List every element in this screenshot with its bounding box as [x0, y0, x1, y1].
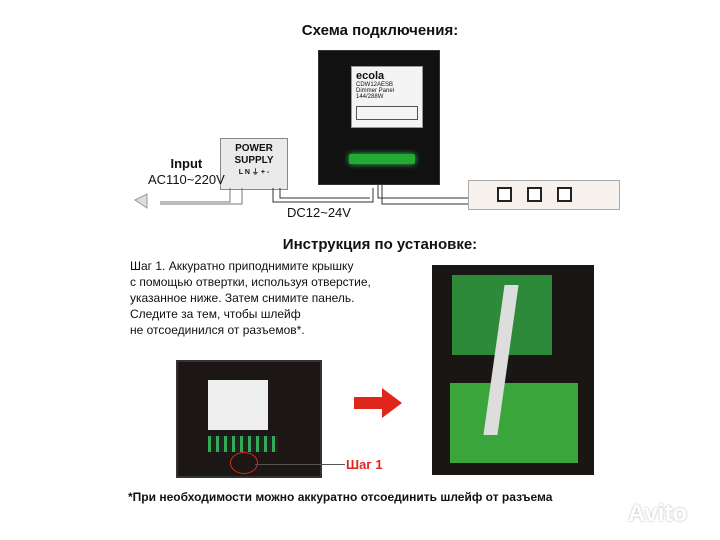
step-line: не отсоединился от разъемов*.	[130, 323, 305, 337]
spec-text: Dimmer Panel 144/288W	[356, 88, 395, 100]
step-line: Следите за тем, чтобы шлейф	[130, 307, 301, 321]
input-title: Input	[170, 156, 203, 171]
dc-voltage-label: DC12~24V	[287, 205, 351, 220]
step-line: с помощью отвертки, используя отверстие,	[130, 275, 371, 289]
open-panel-photo	[432, 265, 594, 475]
step-text: Шаг 1. Аккуратно приподнимите крышку с п…	[130, 258, 371, 338]
step-callout: Шаг 1	[346, 457, 383, 472]
input-voltage: AC110~220V	[148, 172, 225, 187]
footnote: *При необходимости можно аккуратно отсое…	[128, 490, 553, 504]
dimmer-panel-image: ecola CDW12AESB Dimmer Panel 144/288W	[318, 50, 440, 185]
terminal-block	[349, 154, 415, 164]
wiring-lines	[134, 185, 470, 209]
input-label: Input AC110~220V	[148, 156, 225, 188]
wiring-title: Схема подключения:	[301, 22, 459, 39]
red-arrow-icon	[354, 388, 402, 418]
callout-line	[255, 464, 345, 465]
power-supply-box: POWER SUPPLY L N ⏚ + -	[220, 138, 288, 190]
ps-terminals: L N ⏚ + -	[238, 169, 270, 176]
device-label: ecola CDW12AESB Dimmer Panel 144/288W	[351, 66, 423, 128]
led-strip	[468, 180, 620, 210]
step-line: указанное ниже. Затем снимите панель.	[130, 291, 355, 305]
closed-panel-photo	[176, 360, 322, 478]
step-line: Шаг 1. Аккуратно приподнимите крышку	[130, 259, 354, 273]
ps-label-2: SUPPLY	[234, 155, 274, 166]
ps-label-1: POWER	[235, 143, 273, 154]
brand-logo: ecola	[356, 70, 385, 82]
instructions-title: Инструкция по установке:	[282, 236, 478, 253]
model-text: CDW12AESB	[356, 82, 394, 88]
avito-watermark: Avito	[628, 500, 688, 527]
